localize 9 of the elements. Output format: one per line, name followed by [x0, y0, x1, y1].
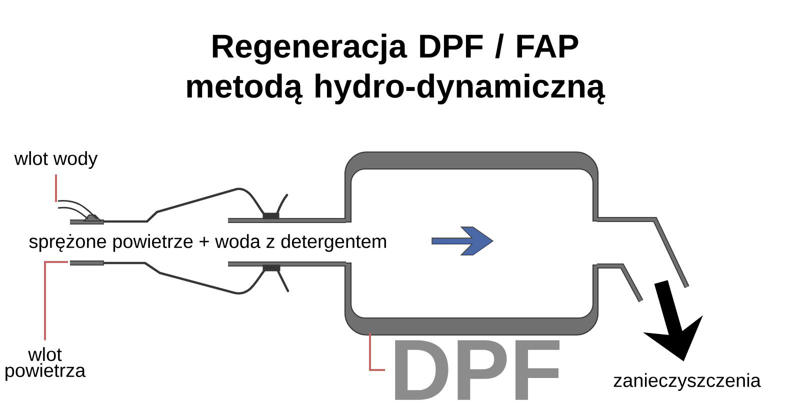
title: Regeneracja DPF / FAP metodą hydro-dynamiczną — [187, 34, 606, 104]
leader-line — [44, 261, 68, 340]
part-label: wlot wody — [14, 151, 98, 169]
large-lettering: DPF — [395, 340, 560, 400]
leader-line — [55, 174, 57, 202]
part-label: zanieczyszczenia — [614, 373, 761, 391]
part-label: wlot powietrza — [6, 347, 86, 381]
flow-label: sprężone powietrze + woda z detergentem — [29, 234, 386, 252]
leader-line — [369, 333, 386, 371]
